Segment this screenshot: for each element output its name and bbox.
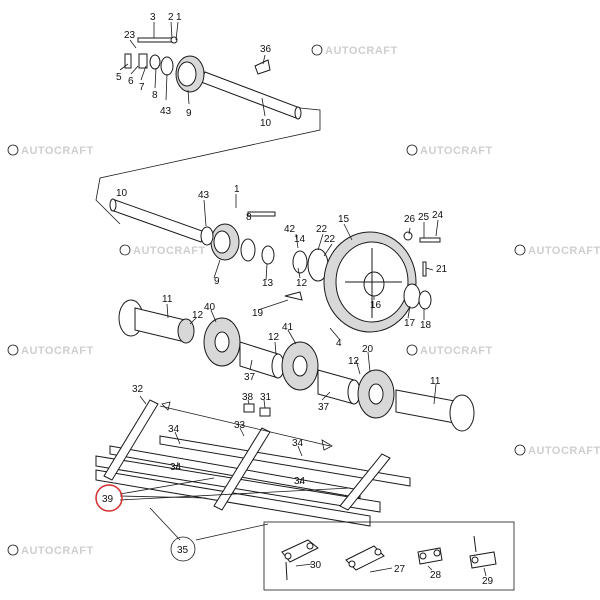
watermark: AUTOCRAFT — [514, 244, 600, 257]
svg-text:AUTOCRAFT: AUTOCRAFT — [21, 345, 94, 357]
callout-2: 2 — [168, 12, 174, 23]
callout-39[interactable]: 39 — [102, 494, 114, 505]
callout-9: 9 — [186, 108, 192, 119]
callout-40: 40 — [204, 302, 216, 313]
callout-11-right: 11 — [430, 376, 441, 387]
watermark: AUTOCRAFT — [311, 44, 398, 57]
callout-7: 7 — [139, 82, 145, 93]
callout-10: 10 — [260, 118, 272, 129]
callout-37-left: 37 — [244, 372, 256, 383]
assembly-connector-outline — [95, 107, 321, 225]
watermark-layer: AUTOCRAFT AUTOCRAFT AUTOCRAFT AUTOCRAFT … — [7, 44, 600, 557]
callout-8-middle: 8 — [246, 212, 252, 223]
callout-29: 29 — [482, 576, 494, 587]
callout-32: 32 — [132, 384, 144, 395]
callout-36: 36 — [260, 44, 272, 55]
kit-callout-ring — [170, 536, 196, 562]
callout-17: 17 — [404, 318, 416, 329]
callout-26: 26 — [404, 214, 416, 225]
callout-25: 25 — [418, 212, 430, 223]
svg-text:AUTOCRAFT: AUTOCRAFT — [21, 545, 94, 557]
top-shaft-assembly — [119, 21, 302, 120]
callout-6: 6 — [128, 76, 134, 87]
callout-41: 41 — [282, 322, 294, 333]
callout-27: 27 — [394, 564, 406, 575]
callout-21: 21 — [436, 264, 448, 275]
callout-33: 33 — [234, 420, 246, 431]
watermark: AUTOCRAFT — [406, 144, 493, 157]
callout-11-left: 11 — [162, 294, 173, 305]
callout-12-middle: 12 — [296, 278, 308, 289]
callout-13: 13 — [262, 278, 274, 289]
callout-42: 42 — [284, 224, 296, 235]
callout-31: 31 — [260, 392, 272, 403]
callout-28: 28 — [430, 570, 442, 581]
callout-37-right: 37 — [318, 402, 330, 413]
svg-text:AUTOCRAFT: AUTOCRAFT — [528, 245, 600, 257]
svg-text:AUTOCRAFT: AUTOCRAFT — [21, 145, 94, 157]
svg-text:AUTOCRAFT: AUTOCRAFT — [133, 245, 206, 257]
callout-18: 18 — [420, 320, 432, 331]
callout-14: 14 — [294, 234, 306, 245]
callout-1: 1 — [176, 12, 182, 23]
callout-43-middle: 43 — [198, 190, 210, 201]
svg-text:AUTOCRAFT: AUTOCRAFT — [528, 445, 600, 457]
watermark: AUTOCRAFT — [406, 344, 493, 357]
callout-12-left: 12 — [192, 310, 204, 321]
callout-24: 24 — [432, 210, 444, 221]
callout-38: 38 — [242, 392, 254, 403]
slat-chain-assembly — [95, 395, 411, 541]
callout-8: 8 — [152, 90, 158, 101]
callout-4: 4 — [336, 338, 342, 349]
callout-1-middle: 1 — [234, 184, 240, 195]
watermark: AUTOCRAFT — [7, 344, 94, 357]
callout-12-right: 12 — [348, 356, 360, 367]
callout-10-middle: 10 — [116, 188, 128, 199]
callout-9-middle: 9 — [214, 276, 220, 287]
callout-20: 20 — [362, 344, 374, 355]
highlight-ring — [95, 484, 123, 512]
svg-text:AUTOCRAFT: AUTOCRAFT — [420, 345, 493, 357]
watermark: AUTOCRAFT — [514, 444, 600, 457]
callout-35: 35 — [177, 545, 189, 556]
svg-text:AUTOCRAFT: AUTOCRAFT — [325, 45, 398, 57]
repair-kit-inset — [263, 521, 515, 591]
callout-30: 30 — [310, 560, 322, 571]
watermark: AUTOCRAFT — [119, 244, 206, 257]
callout-3: 3 — [150, 12, 156, 23]
svg-text:AUTOCRAFT: AUTOCRAFT — [420, 145, 493, 157]
middle-drum-assembly — [109, 194, 441, 341]
callout-12-center: 12 — [268, 332, 280, 343]
callout-23: 23 — [124, 30, 136, 41]
callout-22-b: 22 — [324, 234, 336, 245]
callout-16: 16 — [370, 300, 382, 311]
callout-34-a: 34 — [168, 424, 180, 435]
callout-34-b: 34 — [292, 438, 304, 449]
callout-5: 5 — [116, 72, 122, 83]
sprocket-shaft-assembly — [118, 299, 475, 432]
callout-19: 19 — [252, 308, 264, 319]
watermark: AUTOCRAFT — [7, 544, 94, 557]
callout-34-d: 34 — [294, 476, 306, 487]
callout-labels: 3 2 1 23 36 5 6 7 8 43 9 10 10 43 1 8 42… — [95, 12, 494, 587]
callout-34-c: 34 — [170, 462, 182, 473]
callout-22: 22 — [316, 224, 328, 235]
watermark: AUTOCRAFT — [7, 144, 94, 157]
callout-43: 43 — [160, 106, 172, 117]
callout-15: 15 — [338, 214, 350, 225]
